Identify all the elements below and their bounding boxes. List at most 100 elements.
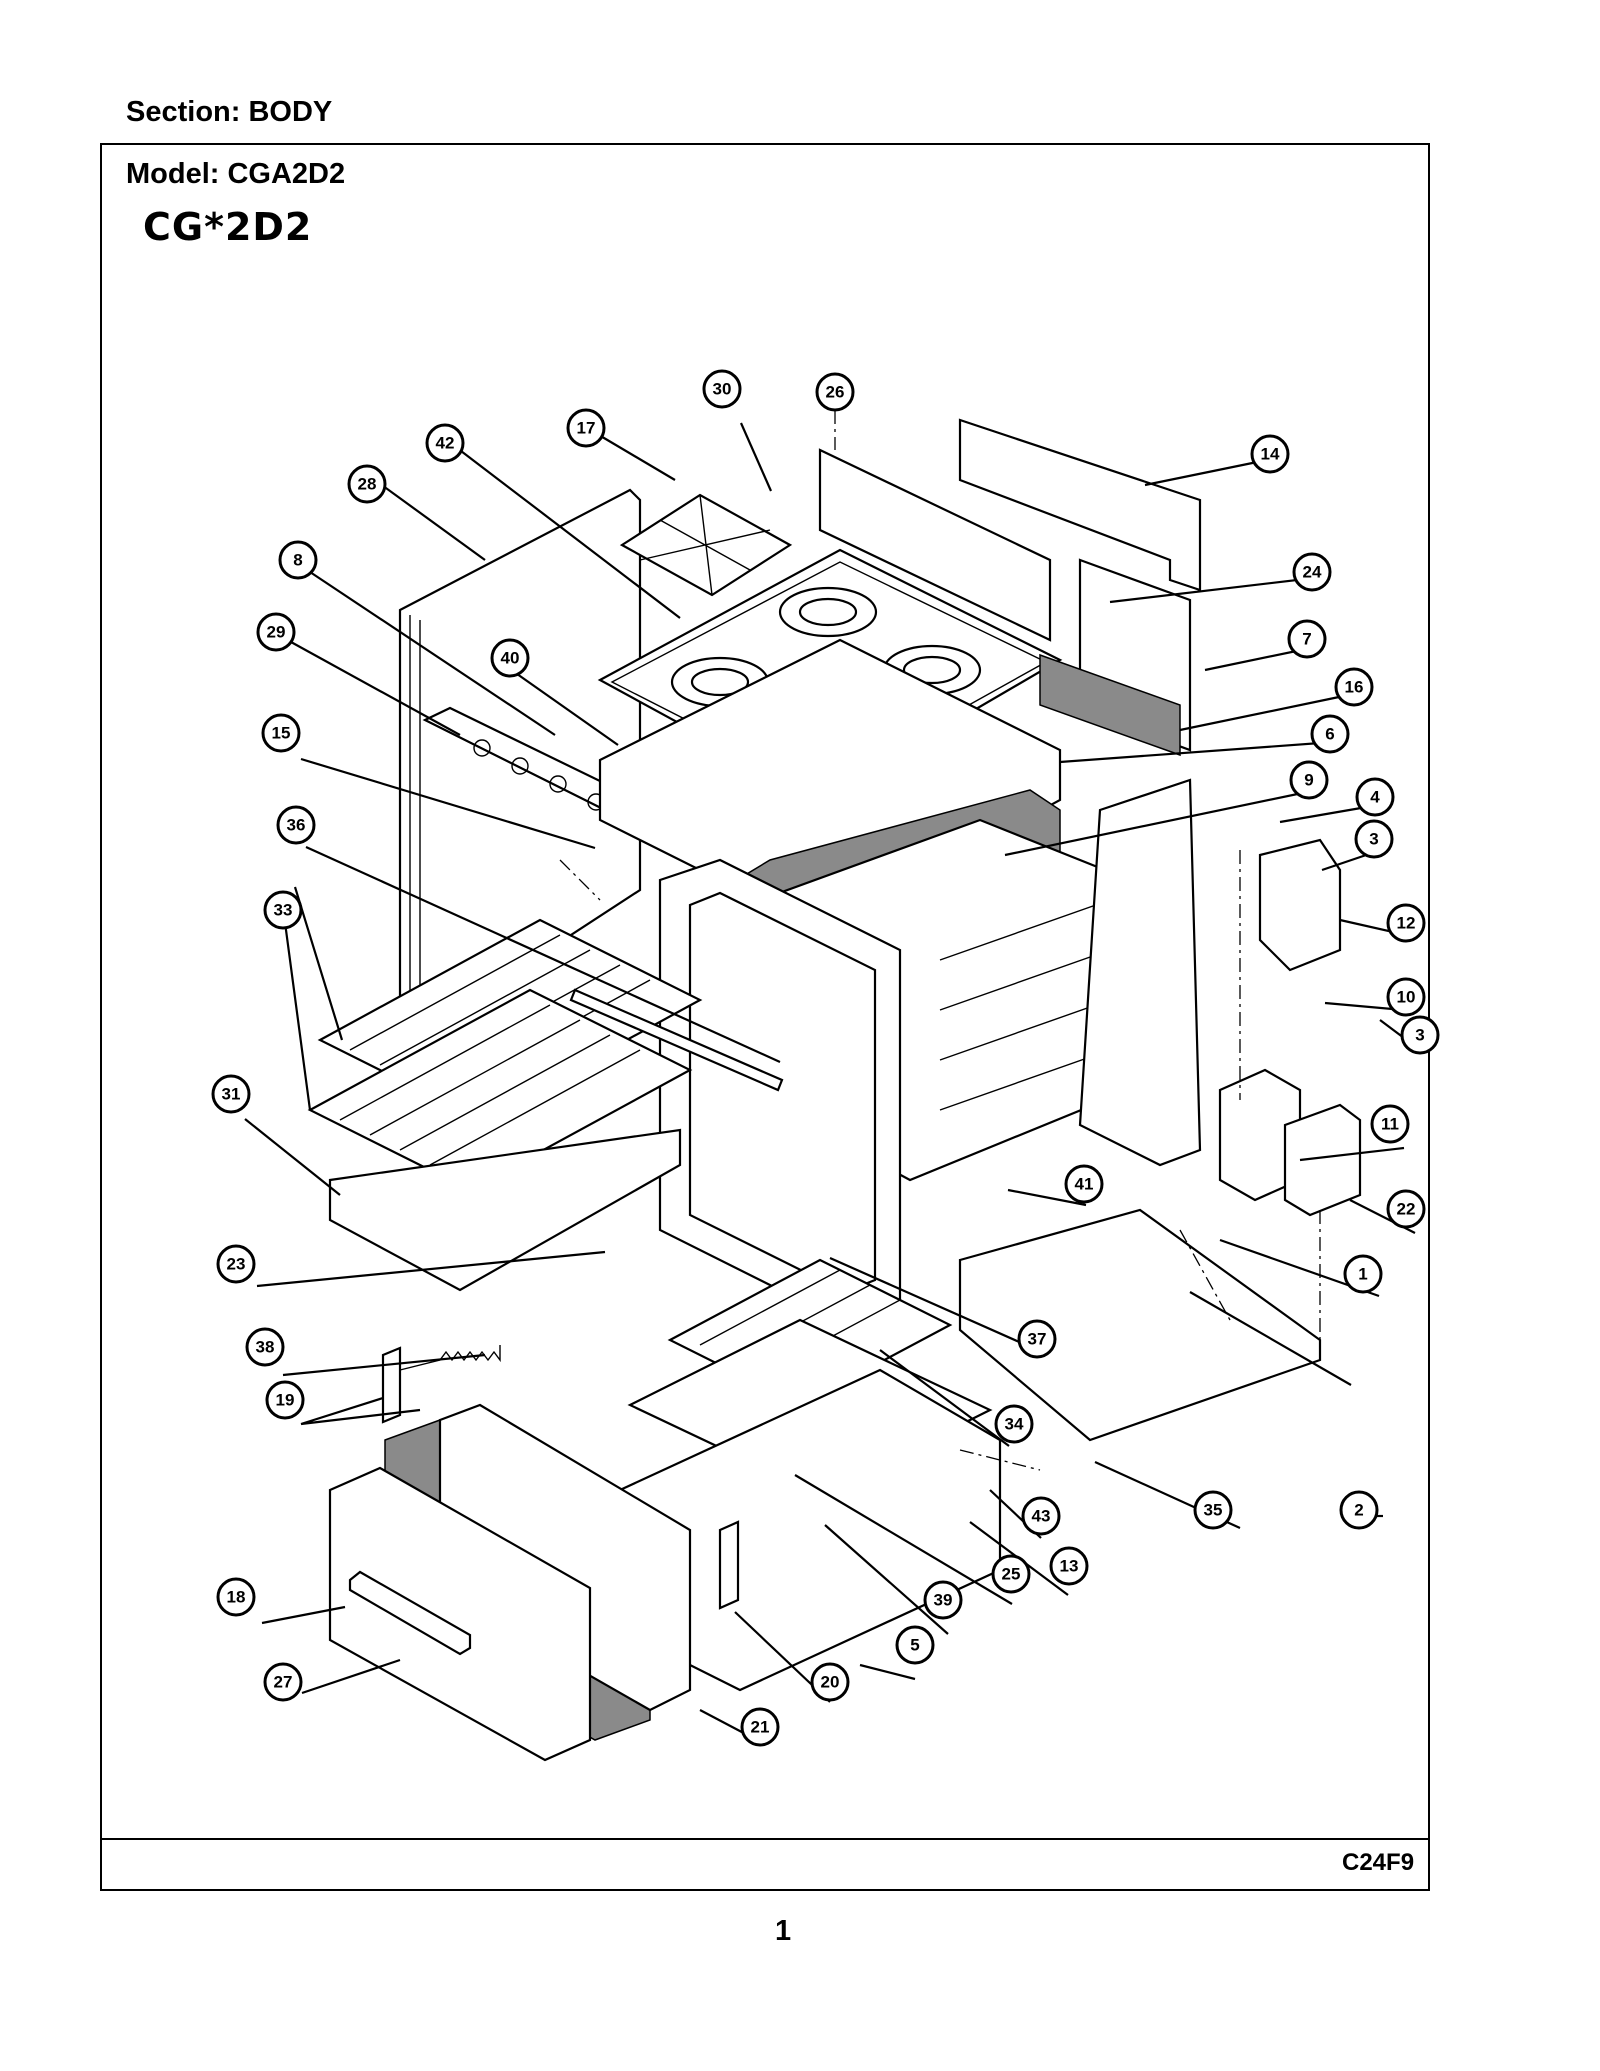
callouts: 30 26 17 42 14 28 8 24 29 7 40 16 15 6 9…	[211, 369, 1440, 1747]
callout-15: 15	[261, 713, 301, 753]
callout-3a: 3	[1354, 819, 1394, 859]
callout-26: 26	[815, 372, 855, 412]
svg-text:28: 28	[358, 475, 377, 494]
svg-text:15: 15	[272, 724, 291, 743]
svg-text:19: 19	[276, 1391, 295, 1410]
callout-35: 35	[1193, 1490, 1233, 1530]
callout-27: 27	[263, 1662, 303, 1702]
rear-insulation-strip	[1039, 653, 1181, 757]
callout-10: 10	[1386, 977, 1426, 1017]
callout-29: 29	[256, 612, 296, 652]
callout-4: 4	[1355, 777, 1395, 817]
svg-text:31: 31	[222, 1085, 241, 1104]
callout-34: 34	[994, 1404, 1034, 1444]
model-stamp: CG*2D2	[143, 205, 313, 249]
svg-text:39: 39	[934, 1591, 953, 1610]
svg-text:43: 43	[1032, 1507, 1051, 1526]
callout-12: 12	[1386, 903, 1426, 943]
callout-28: 28	[347, 464, 387, 504]
svg-text:13: 13	[1060, 1557, 1079, 1576]
svg-text:8: 8	[293, 551, 302, 570]
svg-text:17: 17	[577, 419, 596, 438]
callout-1: 1	[1343, 1254, 1383, 1294]
diagram-code: C24F9	[1342, 1849, 1415, 1876]
callout-6: 6	[1310, 714, 1350, 754]
svg-text:30: 30	[713, 380, 732, 399]
callout-17: 17	[566, 408, 606, 448]
oven-rack-lower	[307, 988, 693, 1192]
svg-text:7: 7	[1302, 630, 1311, 649]
svg-text:27: 27	[274, 1673, 293, 1692]
bottom-pan	[958, 1208, 1322, 1442]
parts-artwork	[307, 410, 1362, 1762]
callout-43: 43	[1021, 1496, 1061, 1536]
svg-text:22: 22	[1397, 1200, 1416, 1219]
hinge-right	[718, 1520, 740, 1610]
callout-19: 19	[265, 1380, 305, 1420]
callout-25: 25	[991, 1554, 1031, 1594]
callout-37: 37	[1017, 1319, 1057, 1359]
drawer-handle	[348, 1570, 472, 1656]
callout-33: 33	[263, 890, 303, 930]
callout-23: 23	[216, 1244, 256, 1284]
svg-text:38: 38	[256, 1338, 275, 1357]
svg-text:42: 42	[436, 434, 455, 453]
svg-text:6: 6	[1325, 725, 1334, 744]
section-title: Section: BODY	[126, 96, 333, 128]
callout-13: 13	[1049, 1546, 1089, 1586]
hinge-left	[381, 1346, 402, 1424]
callout-36: 36	[276, 805, 316, 845]
svg-text:10: 10	[1397, 988, 1416, 1007]
svg-text:16: 16	[1345, 678, 1364, 697]
svg-text:14: 14	[1261, 445, 1280, 464]
callout-40: 40	[490, 638, 530, 678]
svg-text:24: 24	[1303, 563, 1322, 582]
svg-text:35: 35	[1204, 1501, 1223, 1520]
callout-24: 24	[1292, 552, 1332, 592]
svg-text:34: 34	[1005, 1415, 1024, 1434]
ignition-module	[1283, 1103, 1362, 1217]
callout-39: 39	[923, 1580, 963, 1620]
svg-text:29: 29	[267, 623, 286, 642]
diagram-frame	[100, 143, 1430, 1891]
svg-text:25: 25	[1002, 1565, 1021, 1584]
callout-20: 20	[810, 1662, 850, 1702]
callout-18: 18	[216, 1577, 256, 1617]
callout-3b: 3	[1400, 1015, 1440, 1055]
svg-text:3: 3	[1369, 830, 1378, 849]
svg-text:12: 12	[1397, 914, 1416, 933]
svg-text:37: 37	[1028, 1330, 1047, 1349]
callout-7: 7	[1287, 619, 1327, 659]
door-spring	[399, 1345, 501, 1371]
svg-text:41: 41	[1075, 1175, 1094, 1194]
callout-5: 5	[895, 1625, 935, 1665]
right-side-panel	[1078, 778, 1202, 1167]
svg-text:1: 1	[1358, 1265, 1367, 1284]
frame-footer-divider	[100, 1838, 1430, 1840]
callout-21: 21	[740, 1707, 780, 1747]
callout-38: 38	[245, 1327, 285, 1367]
svg-text:20: 20	[821, 1673, 840, 1692]
model-title: Model: CGA2D2	[126, 158, 346, 190]
svg-text:26: 26	[826, 383, 845, 402]
svg-text:23: 23	[227, 1255, 246, 1274]
callout-42: 42	[425, 423, 465, 463]
rack-rod	[569, 988, 784, 1092]
callout-16: 16	[1334, 667, 1374, 707]
svg-text:18: 18	[227, 1588, 246, 1607]
drawer-front	[328, 1466, 592, 1762]
svg-text:5: 5	[910, 1636, 919, 1655]
svg-text:11: 11	[1381, 1115, 1399, 1134]
callout-22: 22	[1386, 1189, 1426, 1229]
back-guard	[958, 418, 1202, 592]
callout-11: 11	[1370, 1104, 1410, 1144]
svg-text:4: 4	[1370, 788, 1380, 807]
svg-text:21: 21	[751, 1718, 770, 1737]
svg-text:33: 33	[274, 901, 293, 920]
back-panel	[818, 448, 1052, 642]
callout-9: 9	[1289, 760, 1329, 800]
svg-text:40: 40	[501, 649, 520, 668]
svg-text:9: 9	[1304, 771, 1313, 790]
svg-text:36: 36	[287, 816, 306, 835]
oven-bottom-tray	[328, 1128, 682, 1292]
